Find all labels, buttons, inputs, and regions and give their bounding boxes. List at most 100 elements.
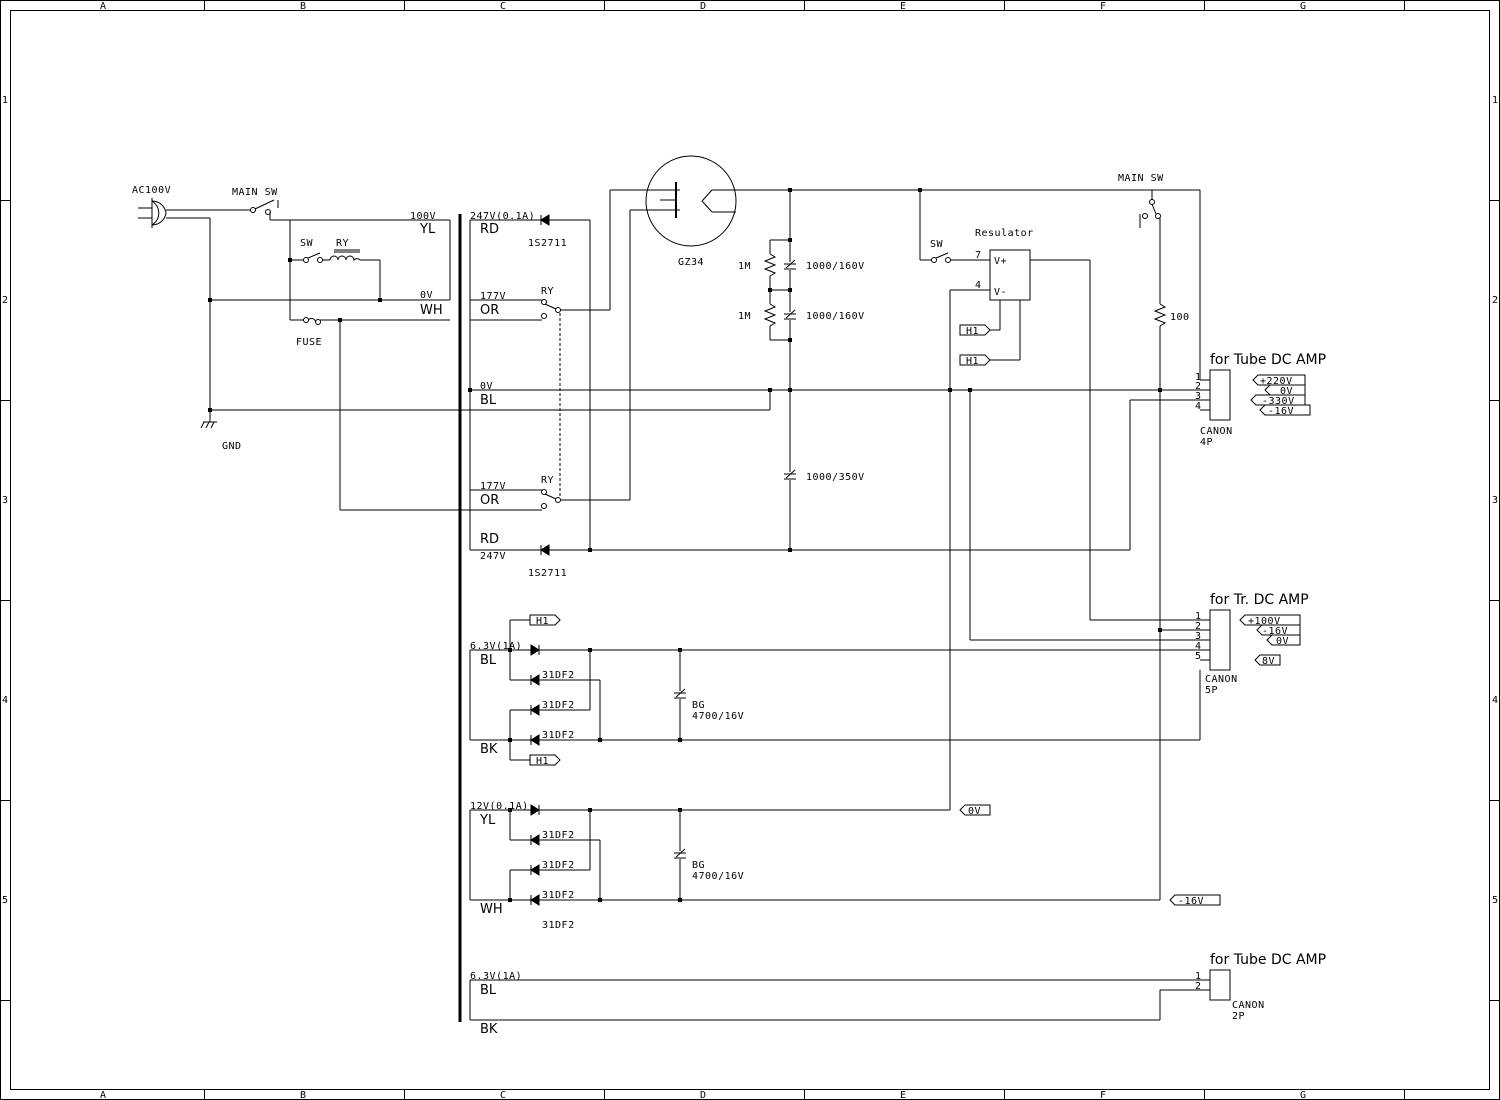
- connector-tube-signal-1: +220V: [1260, 376, 1293, 387]
- hv-rd-top-wire: RD: [480, 222, 499, 237]
- diode-31df2-h1c-icon: [530, 704, 540, 716]
- row-label-left-4: 4: [2, 695, 9, 706]
- col-label-top-a: A: [100, 1, 107, 12]
- diode-31df2-h1d-icon: [530, 734, 540, 746]
- fuse-label: FUSE: [296, 337, 322, 348]
- primary-yl-wire: YL: [419, 222, 436, 237]
- regulator-pin7: 7: [975, 250, 982, 261]
- connector-tube-dc-amp: for Tube DC AMP 1 2 3 4 CANON 4P +220V 0…: [1195, 352, 1326, 448]
- resistor-1m-top-icon: [763, 253, 777, 277]
- diode-top-icon: [540, 214, 550, 226]
- connector-tr-signal-3: 0V: [1276, 636, 1289, 647]
- connector-tube-title: for Tube DC AMP: [1210, 352, 1326, 368]
- connector-tr-signal-1: +100V: [1248, 616, 1281, 627]
- primary-switch-icon: [303, 252, 323, 263]
- hv-247v-bottom-tap: 247V: [480, 551, 506, 562]
- heater1-bridge-section: H1 H1 31DF2 31DF2 31DF2: [470, 614, 1201, 767]
- regulator-block: [989, 249, 1031, 301]
- diode-31df2-lv-a-icon: [530, 804, 540, 816]
- regulator-vminus: V-: [994, 287, 1007, 298]
- relay-top-label: RY: [541, 286, 554, 297]
- main-switch2-icon: [1139, 190, 1161, 228]
- connector-tr-body: [1209, 609, 1231, 671]
- connector-tube-body: [1209, 369, 1231, 421]
- h1-flag-d: H1: [529, 754, 561, 767]
- resistor-1m-top-label: 1M: [738, 261, 751, 272]
- h1-flag-a: H1: [959, 324, 991, 337]
- connector-heater-size: 2P: [1232, 1011, 1245, 1022]
- rectifier-tube-icon: [645, 155, 737, 247]
- cap-1000-160v-bottom-label: 1000/160V: [806, 311, 865, 322]
- diode-bottom-label: 1S2711: [528, 568, 567, 579]
- col-label-bottom-f: F: [1100, 1090, 1107, 1100]
- hv-rd-bottom-wire: RD: [480, 532, 499, 547]
- resistor-100-icon: [1153, 303, 1167, 327]
- diode-31df2-label-3: 31DF2: [542, 730, 575, 741]
- diode-31df2-label-6: 31DF2: [542, 890, 575, 901]
- connector-tr-dc-amp: for Tr. DC AMP 1 2 3 4 5 CANON 5P +100V …: [1195, 592, 1309, 696]
- flag-0v: 0V: [959, 804, 991, 817]
- col-label-top-b: B: [300, 1, 307, 12]
- diode-31df2-label-4: 31DF2: [542, 830, 575, 841]
- resistor-1m-bottom-icon: [763, 303, 777, 327]
- hv-bl-wire: BL: [480, 393, 497, 408]
- lv12-wh-wire: WH: [480, 902, 503, 917]
- h1-flag-d-label: H1: [536, 756, 549, 767]
- col-label-top-g: G: [1300, 1, 1307, 12]
- connector-tube-size: 4P: [1200, 437, 1213, 448]
- flag-minus16v: -16V: [1169, 894, 1221, 907]
- regulator-pin4: 4: [975, 280, 982, 291]
- row-label-right-4: 4: [1492, 695, 1499, 706]
- col-label-bottom-a: A: [100, 1090, 107, 1100]
- connector-heater: for Tube DC AMP 1 2 CANON 2P: [470, 952, 1326, 1022]
- main-switch-icon: [250, 199, 279, 215]
- connector-tube-signal-2: 0V: [1280, 386, 1293, 397]
- main-switch2-label: MAIN SW: [1118, 173, 1164, 184]
- diode-31df2-label-7: 31DF2: [542, 920, 575, 931]
- hv-177v-bottom-tap: 177V: [480, 481, 506, 492]
- heater2-bl-wire: BL: [480, 983, 497, 998]
- ac-input-section: AC100V MAIN SW SW RY: [132, 185, 770, 511]
- row-label-right-2: 2: [1492, 295, 1499, 306]
- col-label-bottom-b: B: [300, 1090, 307, 1100]
- heater2-bk-wire: BK: [480, 1022, 498, 1037]
- row-label-right-3: 3: [1492, 495, 1499, 506]
- connector-tube-type: CANON: [1200, 426, 1233, 437]
- connector-tube-pin4: 4: [1195, 401, 1202, 412]
- diode-31df2-lv-c-icon: [530, 864, 540, 876]
- diode-bottom-icon: [540, 544, 550, 556]
- col-label-bottom-g: G: [1300, 1090, 1307, 1100]
- rectifier-tube-label: GZ34: [678, 257, 704, 268]
- h1-flag-c: H1: [529, 614, 561, 627]
- relay-bottom-label: RY: [541, 475, 554, 486]
- flag-minus16v-label: -16V: [1178, 896, 1204, 907]
- col-label-top-d: D: [700, 1, 707, 12]
- connector-tr-title: for Tr. DC AMP: [1210, 592, 1309, 608]
- diode-31df2-lv-d-icon: [530, 894, 540, 906]
- connector-heater-pin2: 2: [1195, 981, 1202, 992]
- connector-heater-pin1: 1: [1195, 971, 1202, 982]
- diode-31df2-h1a-icon: [530, 644, 540, 656]
- primary-0v-tap: 0V: [420, 290, 433, 301]
- resistor-100-label: 100: [1170, 312, 1190, 323]
- row-label-left-5: 5: [2, 895, 9, 906]
- main-switch2-section: MAIN SW 100: [1118, 173, 1210, 900]
- h1-flag-b: H1: [959, 354, 991, 367]
- connector-tube-signal-flags: +220V 0V -330V -16V: [1250, 374, 1311, 417]
- lv12-bridge-section: 0V 31DF2 31DF2 31DF2 31DF2: [470, 804, 1221, 931]
- primary-100v-tap: 100V: [410, 211, 436, 222]
- heater1-bl-wire: BL: [480, 653, 497, 668]
- lv12-rating: 12V(0.1A): [470, 801, 529, 812]
- hv-top-rating: 247V(0.1A): [470, 211, 535, 222]
- relay-coil-label: RY: [336, 238, 349, 249]
- hv-177v-top-tap: 177V: [480, 291, 506, 302]
- hv-or-top-wire: OR: [480, 303, 499, 318]
- col-label-bottom-d: D: [700, 1090, 707, 1100]
- col-label-bottom-e: E: [900, 1090, 907, 1100]
- relay-bottom-contact-icon: [541, 489, 561, 509]
- hv-or-bottom-wire: OR: [480, 493, 499, 508]
- connector-heater-body: [1209, 969, 1231, 1001]
- connector-tube-pin2: 2: [1195, 381, 1202, 392]
- ground-label: GND: [222, 441, 242, 452]
